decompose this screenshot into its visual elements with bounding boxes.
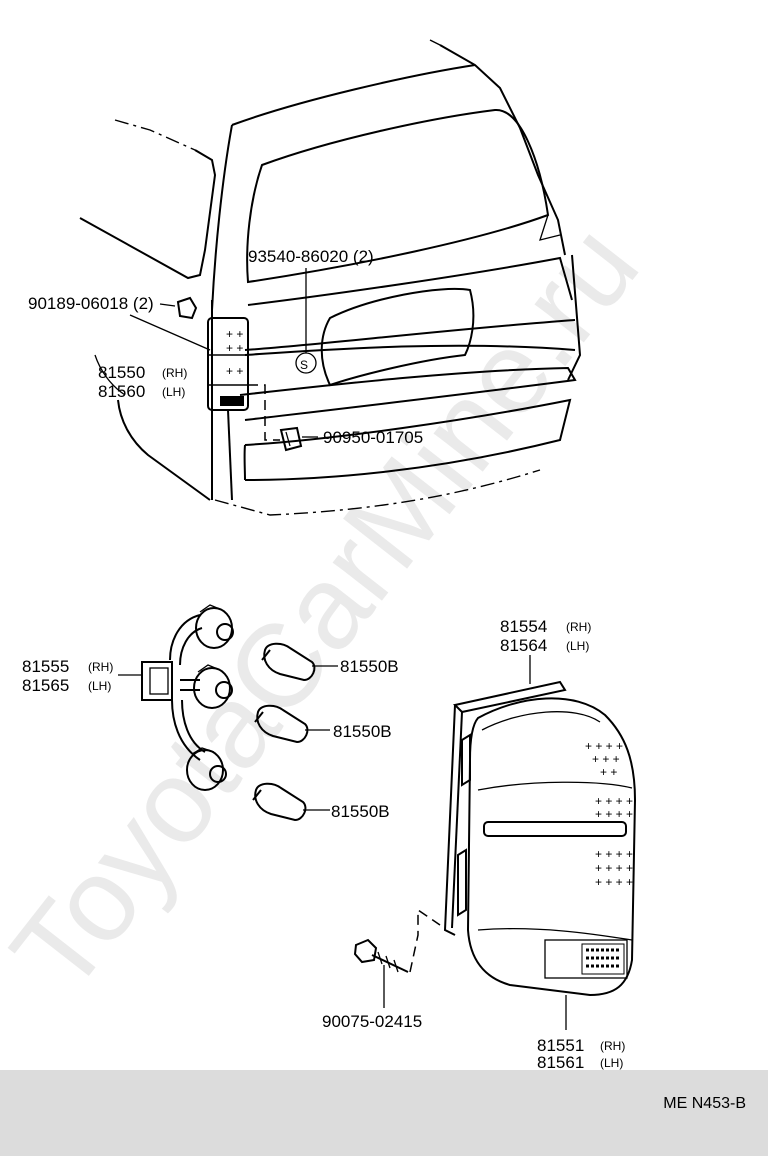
svg-text:+ + +: + + + — [592, 752, 620, 766]
svg-text:+ +: + + — [600, 765, 617, 779]
label-81565-number: 81565 — [22, 676, 69, 695]
label-81560-number: 81560 — [98, 382, 145, 401]
svg-text:+ + + +: + + + + — [595, 875, 633, 889]
label-81565-side: (LH) — [88, 679, 111, 693]
footer-bar: ME N453-B — [0, 1070, 768, 1156]
label-81561-side: (LH) — [600, 1056, 623, 1070]
label-81554-side: (RH) — [566, 620, 591, 634]
label-81554-number: 81554 — [500, 617, 547, 636]
clip-90950-icon — [279, 426, 303, 452]
label-81564-side: (LH) — [566, 639, 589, 653]
label-81551-number: 81551 — [537, 1036, 584, 1055]
label-bulb-1: 81550B — [340, 657, 399, 676]
label-90950: 90950-01705 — [323, 428, 423, 447]
label-bulb-2: 81550B — [333, 722, 392, 741]
svg-text:+ +: + + — [226, 327, 243, 341]
label-93540: 93540-86020 (2) — [248, 247, 374, 266]
rear-combination-lamp-drawing: + + + + + + + + + + + + + + + + + + + + … — [443, 680, 637, 997]
label-81550-number: 81550 — [98, 363, 145, 382]
nut-90189-icon — [176, 296, 198, 320]
label-81564-number: 81564 — [500, 636, 547, 655]
vehicle-rear-drawing: + + + + + + — [79, 39, 582, 516]
bulb-1-icon — [261, 642, 316, 682]
label-81561-number: 81561 — [537, 1053, 584, 1070]
tail-lamp-on-vehicle: + + + + + + — [207, 317, 249, 411]
screw-90075-icon — [353, 938, 409, 973]
svg-text:+ + + +: + + + + — [595, 807, 633, 821]
label-90189: 90189-06018 (2) — [28, 294, 154, 313]
label-81555-number: 81555 — [22, 657, 69, 676]
svg-text:+ +: + + — [226, 341, 243, 355]
bulb-2-icon — [254, 704, 309, 744]
label-bulb-3: 81550B — [331, 802, 390, 821]
label-81550-side: (RH) — [162, 366, 187, 380]
parts-diagram: ToyotaCarMine.ru — [0, 39, 664, 1070]
socket-wire-harness-drawing — [141, 604, 234, 791]
svg-text:+ + + +: + + + + — [595, 794, 633, 808]
label-90075: 90075-02415 — [322, 1012, 422, 1031]
label-81555-side: (RH) — [88, 660, 113, 674]
svg-text:S: S — [300, 358, 308, 372]
bulb-3-icon — [252, 782, 307, 822]
label-81560-side: (LH) — [162, 385, 185, 399]
svg-text:+ +: + + — [226, 364, 243, 378]
watermark-text: ToyotaCarMine.ru — [0, 201, 664, 1016]
svg-text:+ + + +: + + + + — [595, 847, 633, 861]
label-81551-side: (RH) — [600, 1039, 625, 1053]
svg-text:+ + + +: + + + + — [595, 861, 633, 875]
fastener-s-marker: S — [295, 352, 317, 374]
diagram-code: ME N453-B — [663, 1095, 746, 1112]
svg-text:+ + + +: + + + + — [585, 739, 623, 753]
